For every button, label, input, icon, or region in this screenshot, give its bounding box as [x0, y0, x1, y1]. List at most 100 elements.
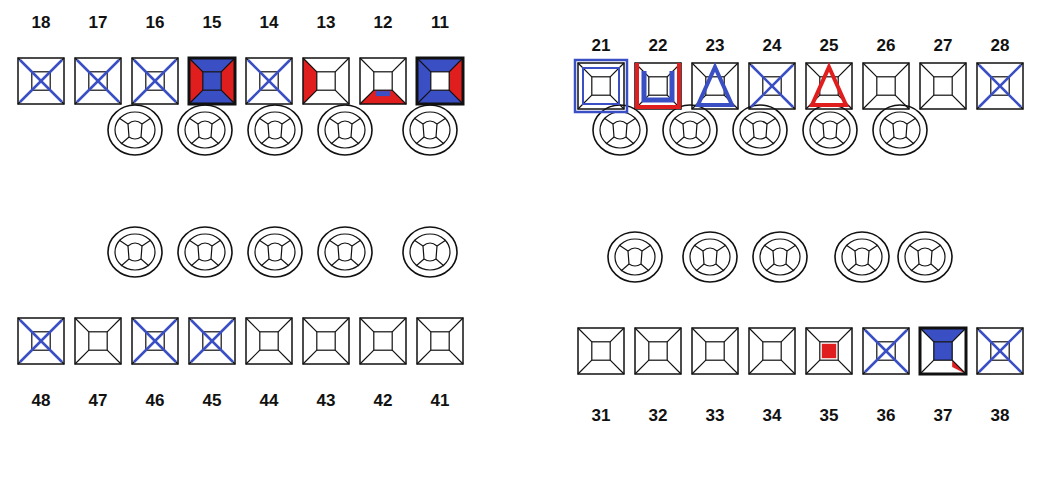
tooth-outline [806, 360, 820, 374]
missing-cross [979, 330, 1021, 372]
tooth-crown-symbol [185, 234, 225, 270]
tooth-crown-symbol [873, 105, 927, 155]
tooth-crown-symbol [268, 121, 282, 139]
tooth-outline [649, 342, 667, 360]
tooth-outline [667, 360, 681, 374]
tooth-outline [578, 360, 592, 374]
tooth-crown-symbol [416, 259, 424, 266]
tooth-outline [749, 328, 763, 342]
tooth-crown-symbol [764, 245, 773, 251]
tooth-outline [417, 318, 431, 332]
tooth-crown-symbol [189, 118, 198, 124]
tooth-outline [449, 318, 463, 332]
tooth-outline [781, 360, 795, 374]
tooth-crown-symbol [628, 248, 642, 266]
tooth-crown-symbol [835, 232, 889, 282]
tooth-number: 23 [706, 37, 725, 54]
tooth-crown-symbol [773, 248, 787, 266]
tooth-crown-symbol [893, 121, 907, 139]
tooth-crown-symbol [261, 137, 269, 144]
tooth-surface-fill [221, 58, 235, 104]
tooth-crown-symbol [191, 259, 199, 266]
tooth-outline [610, 360, 624, 374]
tooth-crown-symbol [437, 118, 446, 124]
tooth-crown-symbol [846, 245, 855, 251]
tooth-surface-fill [934, 342, 952, 360]
tooth-outline [781, 328, 795, 342]
tooth-crown-symbol [329, 118, 338, 124]
tooth-number: 35 [820, 407, 839, 424]
tooth-mark [812, 67, 846, 105]
tooth-number: 14 [260, 14, 279, 31]
tooth-crown-symbol [437, 240, 446, 246]
tooth-crown-symbol [255, 234, 295, 270]
tooth-number: 36 [877, 407, 896, 424]
tooth-outline [189, 58, 235, 104]
tooth-outline [952, 360, 966, 374]
tooth-outline [806, 63, 852, 109]
tooth-crown-symbol [703, 248, 717, 266]
tooth-crown-symbol [767, 118, 776, 124]
missing-cross [191, 320, 233, 362]
tooth-crown-symbol [608, 232, 662, 282]
tooth-surface-fill [360, 90, 406, 104]
missing-cross [77, 60, 119, 102]
tooth-crown-symbol [810, 112, 850, 148]
tooth-outline [107, 350, 121, 364]
tooth-crown-symbol [248, 105, 302, 155]
tooth-crown-symbol [178, 227, 232, 277]
tooth-outline [578, 328, 624, 374]
tooth-outline [977, 63, 1023, 109]
missing-cross [865, 330, 907, 372]
tooth-outline [431, 332, 449, 350]
tooth-crown-symbol [351, 259, 359, 266]
tooth-crown-symbol [198, 243, 212, 261]
tooth-number: 17 [89, 14, 108, 31]
tooth-outline [667, 328, 681, 342]
tooth-outline [806, 328, 820, 342]
tooth-surface-fill [417, 58, 431, 104]
tooth-outline [75, 58, 121, 104]
tooth-crown-symbol [325, 234, 365, 270]
tooth-crown-symbol [606, 137, 614, 144]
tooth-crown-symbol [663, 105, 717, 155]
tooth-outline [189, 318, 235, 364]
tooth-crown-symbol [318, 227, 372, 277]
tooth-crown-symbol [414, 118, 423, 124]
tooth-outline [221, 90, 235, 104]
tooth-crown-symbol [932, 245, 941, 251]
tooth-crown-symbol [697, 118, 706, 124]
tooth-outline [920, 63, 934, 77]
tooth-crown-symbol [128, 243, 142, 261]
tooth-outline [934, 77, 952, 95]
tooth-outline [360, 318, 406, 364]
tooth-number: 25 [820, 37, 839, 54]
missing-cross [979, 330, 1021, 372]
tooth-crown-symbol [604, 118, 613, 124]
tooth-number: 47 [89, 392, 108, 409]
tooth-crown-symbol [626, 137, 634, 144]
tooth-outline [246, 350, 260, 364]
tooth-crown-symbol [121, 137, 129, 144]
tooth-number: 43 [317, 392, 336, 409]
tooth-outline [763, 342, 781, 360]
tooth-outline [360, 58, 406, 104]
tooth-crown-symbol [119, 240, 128, 246]
tooth-crown-symbol [613, 121, 627, 139]
tooth-outline [724, 328, 738, 342]
tooth-crown-symbol [886, 137, 894, 144]
tooth-outline [449, 58, 463, 72]
tooth-crown-symbol [619, 245, 628, 251]
tooth-outline [417, 90, 431, 104]
tooth-crown-symbol [212, 240, 221, 246]
tooth-crown-symbol [696, 137, 704, 144]
tooth-crown-symbol [178, 105, 232, 155]
tooth-outline [806, 328, 852, 374]
tooth-outline [246, 58, 292, 104]
tooth-outline [431, 72, 449, 90]
tooth-crown-symbol [733, 105, 787, 155]
tooth-crown-symbol [911, 264, 919, 271]
tooth-crown-symbol [683, 232, 737, 282]
tooth-number: 27 [934, 37, 953, 54]
tooth-outline [392, 350, 406, 364]
